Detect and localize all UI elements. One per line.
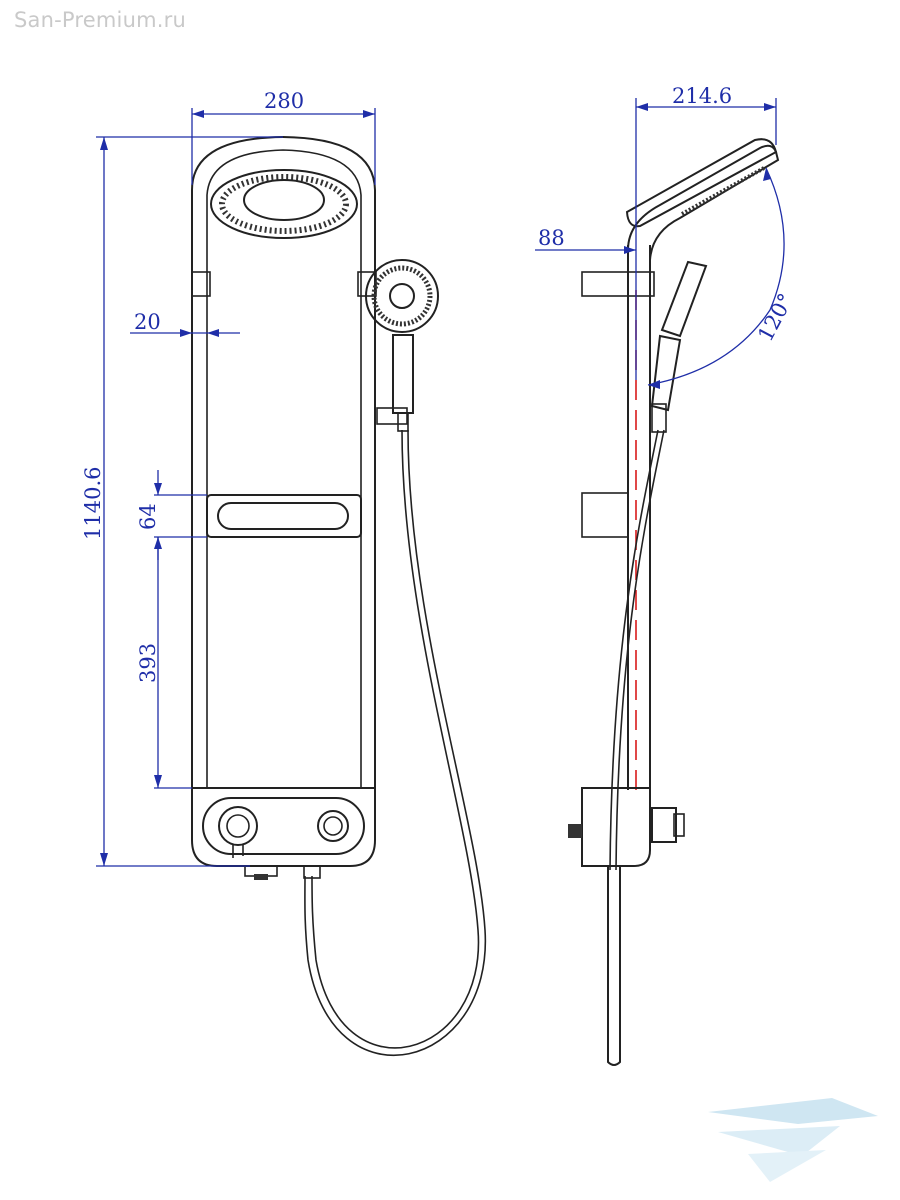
side-view (568, 138, 780, 1066)
hand-shower-handle (392, 334, 414, 414)
shower-hose (311, 429, 480, 1049)
dim-side-gap: 20 (134, 310, 161, 334)
temperature-knob-inner (226, 814, 250, 838)
front-view (191, 135, 486, 1057)
shower-head-nozzle-ring (219, 174, 349, 234)
temperature-knob (218, 806, 258, 846)
side-shelf-bracket (581, 492, 629, 538)
diverter-knob (317, 810, 349, 842)
side-hand-holder (651, 403, 667, 433)
side-mixer-body (581, 787, 651, 867)
side-hand-shower (660, 260, 708, 338)
hand-shower-center (389, 283, 415, 309)
side-hose-edge (615, 429, 665, 871)
side-mixer-inlet-cap (673, 813, 685, 837)
side-overhead-arm (627, 144, 780, 261)
diverter-knob-inner (323, 816, 343, 836)
shelf-slot (217, 502, 349, 530)
panel-inner-outline (206, 149, 362, 788)
overhead-shower-head (210, 169, 358, 239)
side-outlet-pipe (607, 865, 621, 1066)
dim-head-angle: 120° (753, 289, 798, 345)
inlet-nut (254, 874, 268, 880)
panel-outline (191, 135, 376, 788)
dim-panel-width: 280 (264, 89, 304, 113)
side-overhead-head (625, 138, 778, 228)
dim-head-projection: 214.6 (672, 84, 732, 108)
dim-shelf-to-mixer: 393 (136, 643, 160, 683)
brand-logo (708, 1098, 878, 1182)
side-mixer-knob (568, 824, 582, 838)
dim-overall-height: 1140.6 (81, 467, 105, 540)
shelf (206, 494, 362, 538)
site-watermark: San-Premium.ru (14, 8, 186, 32)
dim-shelf-height: 64 (136, 503, 160, 530)
bracket-left (191, 271, 211, 297)
temperature-knob-lever (232, 845, 244, 858)
hand-shower-head (365, 259, 439, 333)
front-dimensions: 280 1140.6 20 64 393 (81, 89, 376, 867)
side-mixer-inlet (651, 807, 677, 843)
hand-shower-holder (376, 407, 408, 425)
shower-hose-edge (304, 429, 486, 1057)
hand-shower-pattern (371, 265, 433, 327)
mixer-control-plate (202, 797, 365, 855)
mixer-box (191, 787, 376, 867)
dim-hand-offset: 88 (538, 226, 565, 250)
side-hose (609, 429, 659, 871)
hose-connector (397, 412, 409, 432)
shower-head-center (243, 179, 325, 221)
side-upper-bracket (581, 271, 655, 297)
side-hand-handle (650, 334, 682, 412)
side-dimensions: 214.6 88 120° (535, 84, 798, 389)
